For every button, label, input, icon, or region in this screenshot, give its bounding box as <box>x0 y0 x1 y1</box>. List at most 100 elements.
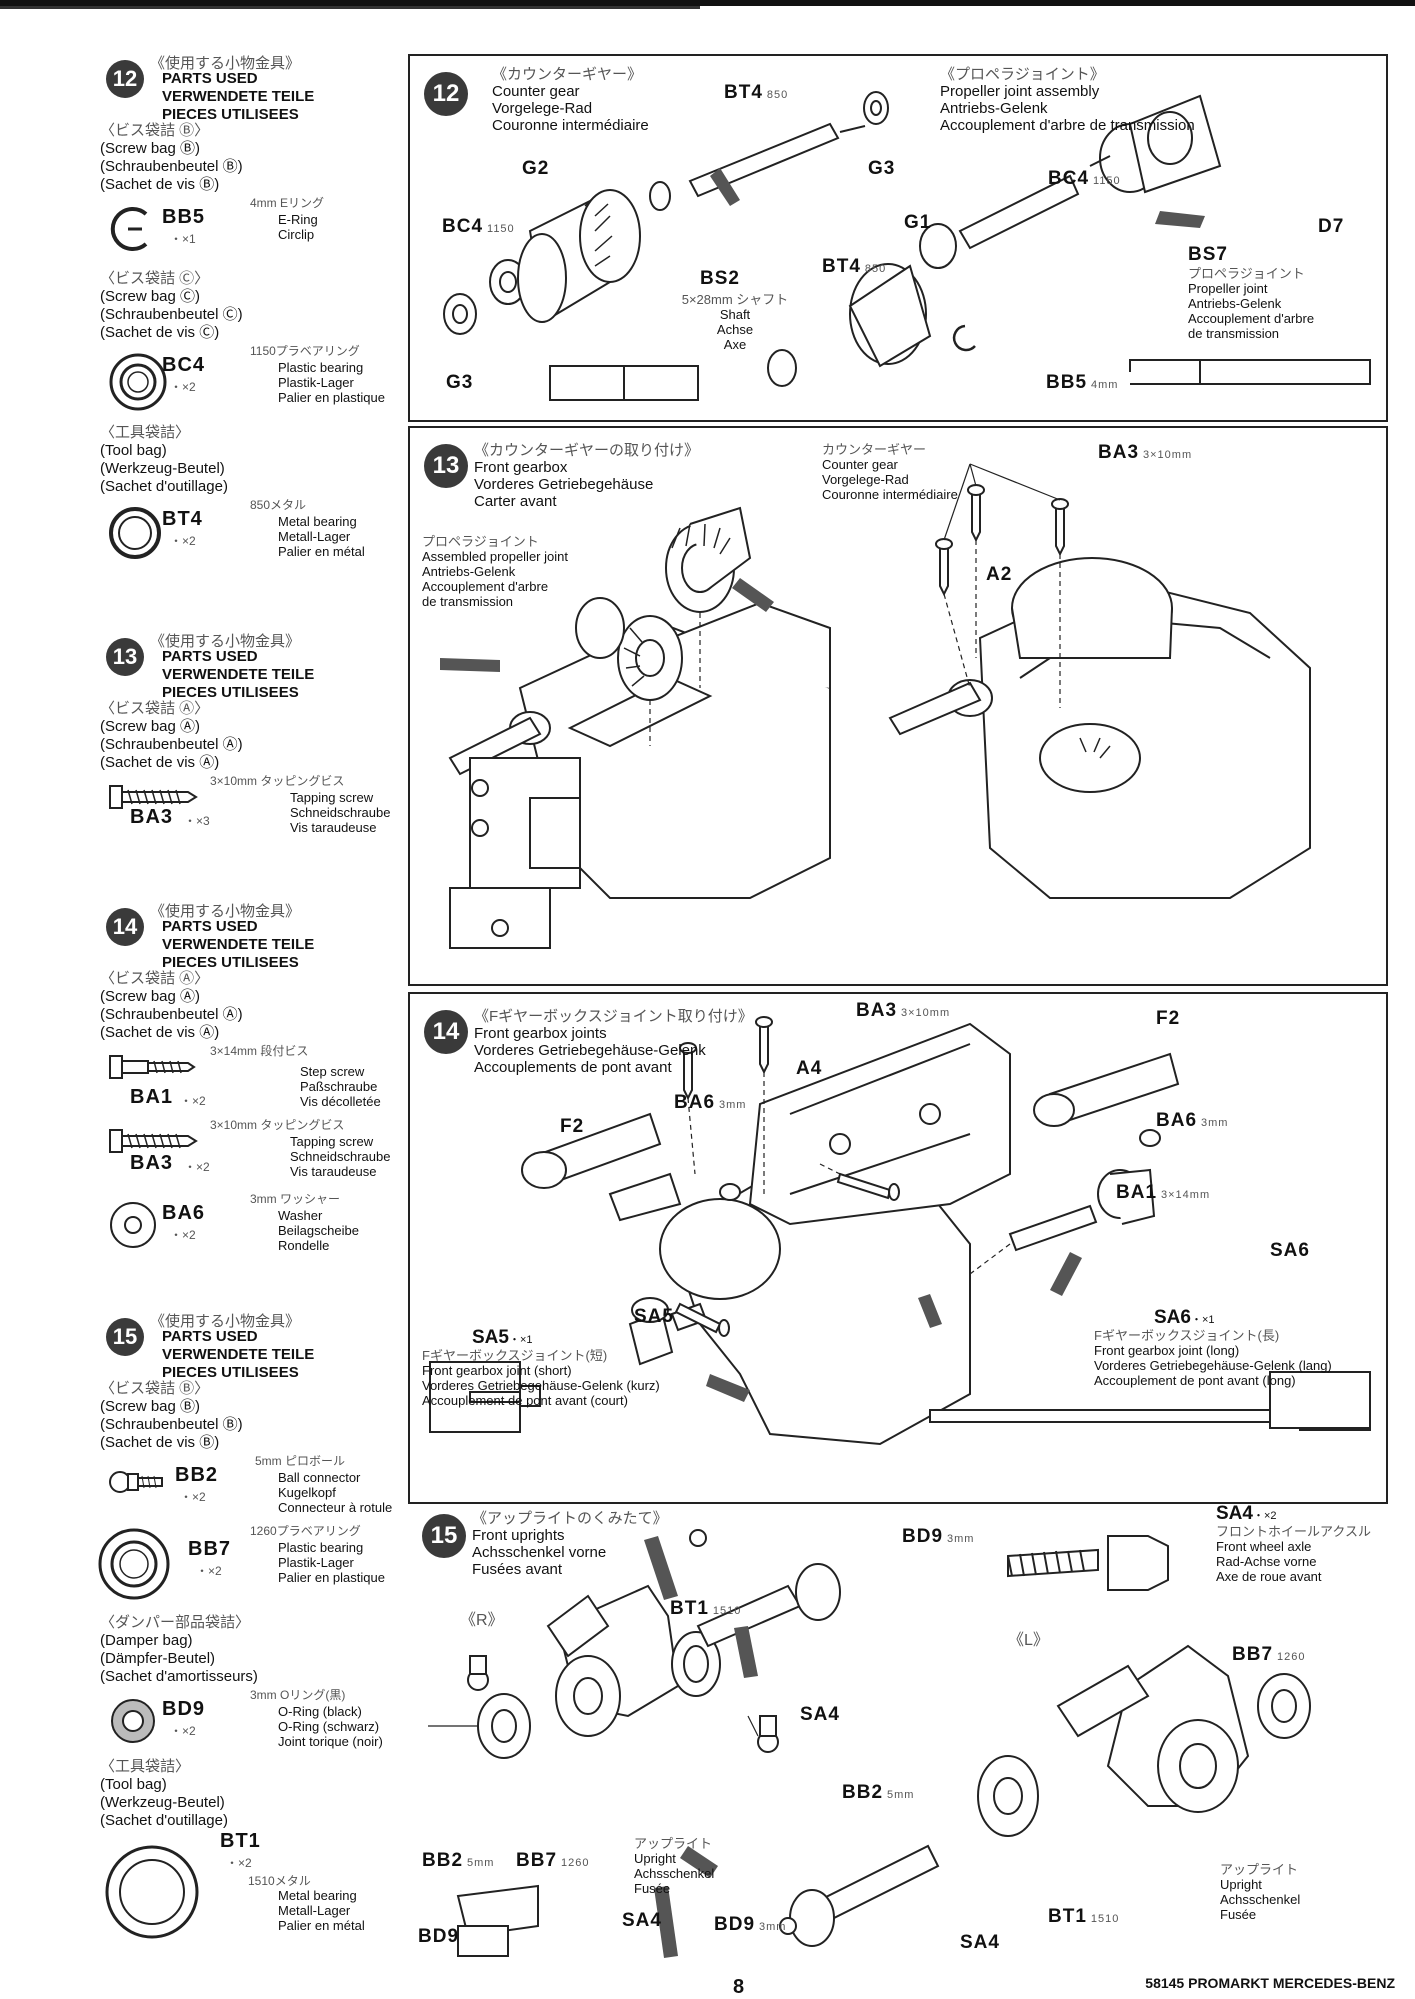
part-jp: 5mm ピロボール <box>255 1454 346 1468</box>
bag-jp: 〈工具袋詰〉 <box>100 424 191 441</box>
part-jp: 850メタル <box>250 498 307 512</box>
label-size: 3mm <box>947 1533 975 1545</box>
gearbox-joints-title: 《Fギヤーボックスジョイント取り付け》 Front gearbox joints… <box>474 1008 753 1076</box>
title-jp: 《Fギヤーボックスジョイント取り付け》 <box>474 1008 753 1025</box>
upright-l-note: アップライト Upright Achsschenkel Fusée <box>1220 1862 1300 1922</box>
tapping-screw-icon <box>109 785 198 809</box>
note-qty: ・×2 <box>1252 1510 1277 1522</box>
label-code: BC4 <box>1048 168 1090 189</box>
front-uprights-title: 《アップライトのくみたて》 Front uprights Achsschenke… <box>472 1510 668 1578</box>
step-badge: 14 <box>106 908 144 946</box>
bag-jp: 〈ビス袋詰 Ⓐ〉 <box>100 700 210 717</box>
label-bs7: BS7 <box>1188 244 1228 265</box>
label-code: BA3 <box>856 1000 898 1021</box>
parts-header-en: PARTS USED VERWENDETE TEILE PIECES UTILI… <box>162 648 314 702</box>
desc-line: Plastic bearing <box>278 1540 364 1555</box>
parts-header: 13 《使用する小物金具》 PARTS USED VERWENDETE TEIL… <box>100 630 410 701</box>
desc-line: O-Ring (black) <box>278 1704 362 1719</box>
parts-header: 15 《使用する小物金具》 PARTS USED VERWENDETE TEIL… <box>100 1310 410 1381</box>
note-line: Axe <box>723 337 747 352</box>
title-de: Achsschenkel vorne <box>472 1544 607 1561</box>
bag-line: (Sachet de vis Ⓑ) <box>100 176 220 193</box>
bag-jp: 〈ダンパー部品袋詰〉 <box>100 1614 251 1631</box>
page-footer: 58145 PROMARKT MERCEDES-BENZ <box>1145 1975 1395 1991</box>
desc-line: Palier en métal <box>278 1918 365 1933</box>
step-15-area: 15 《アップライトのくみたて》 Front uprights Achssche… <box>408 1503 1384 1966</box>
note-line: Accouplement de pont avant (long) <box>1094 1373 1296 1388</box>
title-en: Front uprights <box>472 1527 565 1544</box>
bag-line: (Tool bag) <box>100 1776 167 1793</box>
step-screw-icon <box>109 1055 196 1079</box>
label-code: BB2 <box>842 1782 884 1803</box>
bs7-note: プロペラジョイント Propeller joint Antriebs-Gelen… <box>1188 266 1314 341</box>
bag-line: (Schraubenbeutel Ⓒ) <box>100 306 243 323</box>
desc-line: Tapping screw <box>290 1134 374 1149</box>
desc-line: Joint torique (noir) <box>278 1734 383 1749</box>
label-d7: D7 <box>1318 216 1345 237</box>
bag-line: (Damper bag) <box>100 1632 193 1649</box>
note-code: SA4 <box>1216 1503 1253 1524</box>
part-jp: 3mm ワッシャー <box>250 1192 341 1206</box>
desc-line: Metall-Lager <box>278 1903 351 1918</box>
bag-line: (Sachet d'outillage) <box>100 478 228 495</box>
part-qty: ・×2 <box>170 1724 196 1738</box>
note-line: Assembled propeller joint <box>422 549 568 564</box>
title-de: Vorderes Getriebegehäuse-Gelenk <box>474 1042 706 1059</box>
part-code: BB2 <box>175 1464 219 1486</box>
note-line: Shaft <box>719 307 751 322</box>
plastic-bearing-icon <box>98 1528 170 1600</box>
part-qty: ・×2 <box>170 380 196 394</box>
part-jp: 1150プラベアリング <box>250 344 360 358</box>
note-line: Upright <box>634 1851 676 1866</box>
label-size: 4mm <box>1091 379 1119 391</box>
label-size: 5mm <box>887 1789 915 1801</box>
title-fr: Accouplement d'arbre de transmission <box>940 117 1195 134</box>
bag-line: (Sachet de vis Ⓒ) <box>100 324 220 341</box>
note-jp: プロペラジョイント <box>1188 266 1305 281</box>
label-size: 3mm <box>719 1099 747 1111</box>
note-line: Axe de roue avant <box>1216 1569 1322 1584</box>
title-jp: 《カウンターギヤーの取り付け》 <box>474 442 700 459</box>
part-qty: ・×2 <box>180 1490 206 1504</box>
desc-line: Plastic bearing <box>278 360 364 375</box>
bag-line: (Sachet de vis Ⓐ) <box>100 1024 220 1041</box>
parts-header-jp: 《使用する小物金具》 <box>150 633 301 650</box>
label-code: BB7 <box>516 1850 558 1871</box>
label-code: BT4 <box>724 82 763 103</box>
part-code: BA1 <box>130 1086 174 1108</box>
bag-line: (Screw bag Ⓑ) <box>100 140 201 157</box>
label-a4: A4 <box>796 1058 823 1079</box>
part-qty: ・×2 <box>196 1564 222 1578</box>
label-g2: G2 <box>522 158 550 179</box>
page-number: 8 <box>733 1976 745 1998</box>
part-qty: ・×2 <box>180 1094 206 1108</box>
bag-line: (Sachet d'amortisseurs) <box>100 1668 258 1685</box>
title-fr: Accouplements de pont avant <box>474 1059 672 1076</box>
screw-bag-b: 〈ビス袋詰 Ⓑ〉 (Screw bag Ⓑ) (Schraubenbeutel … <box>100 1380 410 1452</box>
desc-line: Circlip <box>278 227 315 242</box>
sa5-note: SA5・×1 Fギヤーボックスジョイント(短) Front gearbox jo… <box>422 1328 660 1408</box>
metal-bearing-icon <box>109 507 161 559</box>
note-line: Rad-Achse vorne <box>1216 1554 1317 1569</box>
parts-en-2: VERWENDETE TEILE <box>162 936 315 953</box>
parts-step-12: 12 《使用する小物金具》 PARTS USED VERWENDETE TEIL… <box>100 52 410 566</box>
washer-icon <box>110 1202 156 1248</box>
part-jp: 1260プラベアリング <box>250 1524 361 1538</box>
bag-line: (Screw bag Ⓐ) <box>100 988 201 1005</box>
note-line: Accouplement d'arbre <box>422 579 549 594</box>
note-line: de transmission <box>1188 326 1280 341</box>
parts-en-3: PIECES UTILISEES <box>162 1364 299 1381</box>
note-qty: ・×1 <box>508 1334 533 1346</box>
parts-en-3: PIECES UTILISEES <box>162 684 299 701</box>
top-border-thin <box>0 6 700 9</box>
desc-line: Metall-Lager <box>278 529 351 544</box>
label-code: BT1 <box>1048 1906 1087 1927</box>
